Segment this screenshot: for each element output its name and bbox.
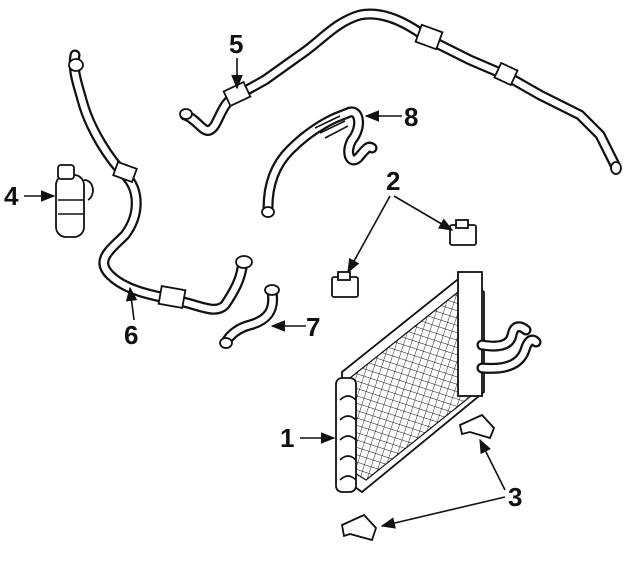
callout-5: 5 xyxy=(229,29,243,59)
leader-2a xyxy=(347,195,391,274)
callout-2: 2 xyxy=(386,166,400,196)
part-6-hose xyxy=(68,49,253,315)
leader-3a xyxy=(479,438,506,491)
leader-3b xyxy=(380,496,506,529)
callout-7: 7 xyxy=(306,312,320,342)
part-4-receiver-drier xyxy=(55,164,94,238)
callout-6: 6 xyxy=(124,320,138,350)
leader-lines xyxy=(24,58,506,529)
callout-1: 1 xyxy=(280,423,294,453)
part-7-hose xyxy=(219,284,280,349)
callout-4: 4 xyxy=(4,181,19,211)
part-8-hose xyxy=(261,106,378,218)
part-5-ac-line xyxy=(179,8,622,175)
part-3-brackets xyxy=(340,413,496,542)
leader-6 xyxy=(125,286,138,321)
leader-2b xyxy=(393,195,454,231)
callout-3: 3 xyxy=(508,482,522,512)
callout-8: 8 xyxy=(404,102,418,132)
part-2-clips xyxy=(331,219,477,298)
part-1-condenser xyxy=(335,271,542,494)
